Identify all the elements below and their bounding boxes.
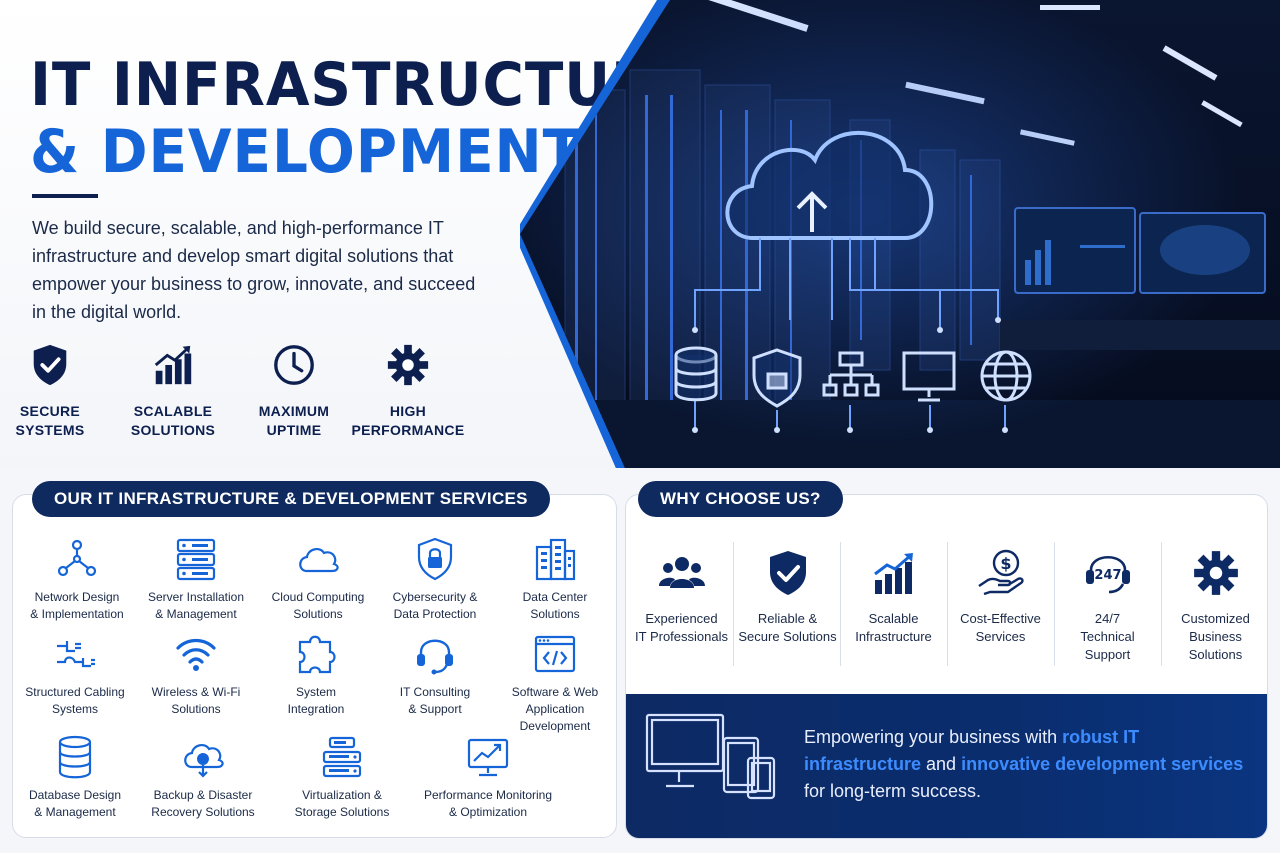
lock-shield-icon [417,537,453,581]
support-247-icon: 247 [1085,556,1130,594]
money-hand-icon: $ [977,549,1024,596]
headset-icon [417,639,453,675]
server-icon [176,538,216,581]
page-title-line2: & DEVELOPMENT [30,117,583,187]
service-virtualization-storage[interactable]: Virtualization &Storage Solutions [282,735,402,821]
banner-text: Empowering your business with robust IT … [804,727,1244,801]
database-icon [58,735,92,779]
code-window-icon [534,635,576,673]
why-reliable-secure: Reliable &Secure Solutions [734,548,841,646]
growth-chart-icon [154,345,192,385]
wifi-icon [176,638,216,671]
service-cybersecurity[interactable]: Cybersecurity &Data Protection [375,537,495,623]
shield-check-icon [33,344,67,386]
service-performance-monitoring[interactable]: Performance Monitoring& Optimization [412,735,564,821]
cloud-backup-icon [184,743,224,778]
cloud-icon [299,547,339,573]
growth-chart-icon [873,553,913,594]
divider [947,542,948,666]
service-network-design[interactable]: Network Design& Implementation [17,537,137,623]
divider [1054,542,1055,666]
banner-highlight: innovative development services [961,754,1244,774]
title-underline [32,194,98,198]
team-icon [658,557,705,588]
clock-icon [274,345,314,385]
storage-icon [322,736,362,778]
data-center-illustration [520,0,1280,468]
closing-banner [626,694,1267,838]
service-it-consulting[interactable]: IT Consulting& Support [375,632,495,718]
network-icon [57,539,97,577]
monitor-chart-icon [467,738,509,777]
service-server-installation[interactable]: Server Installation& Management [136,537,256,623]
why-heading: WHY CHOOSE US? [638,481,843,517]
service-database-design[interactable]: Database Design& Management [15,735,135,821]
gear-icon [387,344,429,386]
shield-check-icon [769,551,806,595]
page-title-line1: IT INFRASTRUCTURE [30,50,695,120]
banner-highlight: robust IT infrastructure [804,727,1140,774]
divider [733,542,734,666]
services-panel [12,494,617,838]
devices-icon [645,713,776,800]
data-center-icon [535,538,576,581]
svg-text:$: $ [1000,554,1011,573]
divider [840,542,841,666]
divider [1161,542,1162,666]
gear-icon [1193,551,1238,595]
cable-icon [57,641,95,668]
svg-text:247: 247 [1094,568,1121,583]
services-heading: OUR IT INFRASTRUCTURE & DEVELOPMENT SERV… [32,481,550,517]
intro-text: We build secure, scalable, and high-perf… [32,218,476,322]
puzzle-icon [298,635,336,674]
